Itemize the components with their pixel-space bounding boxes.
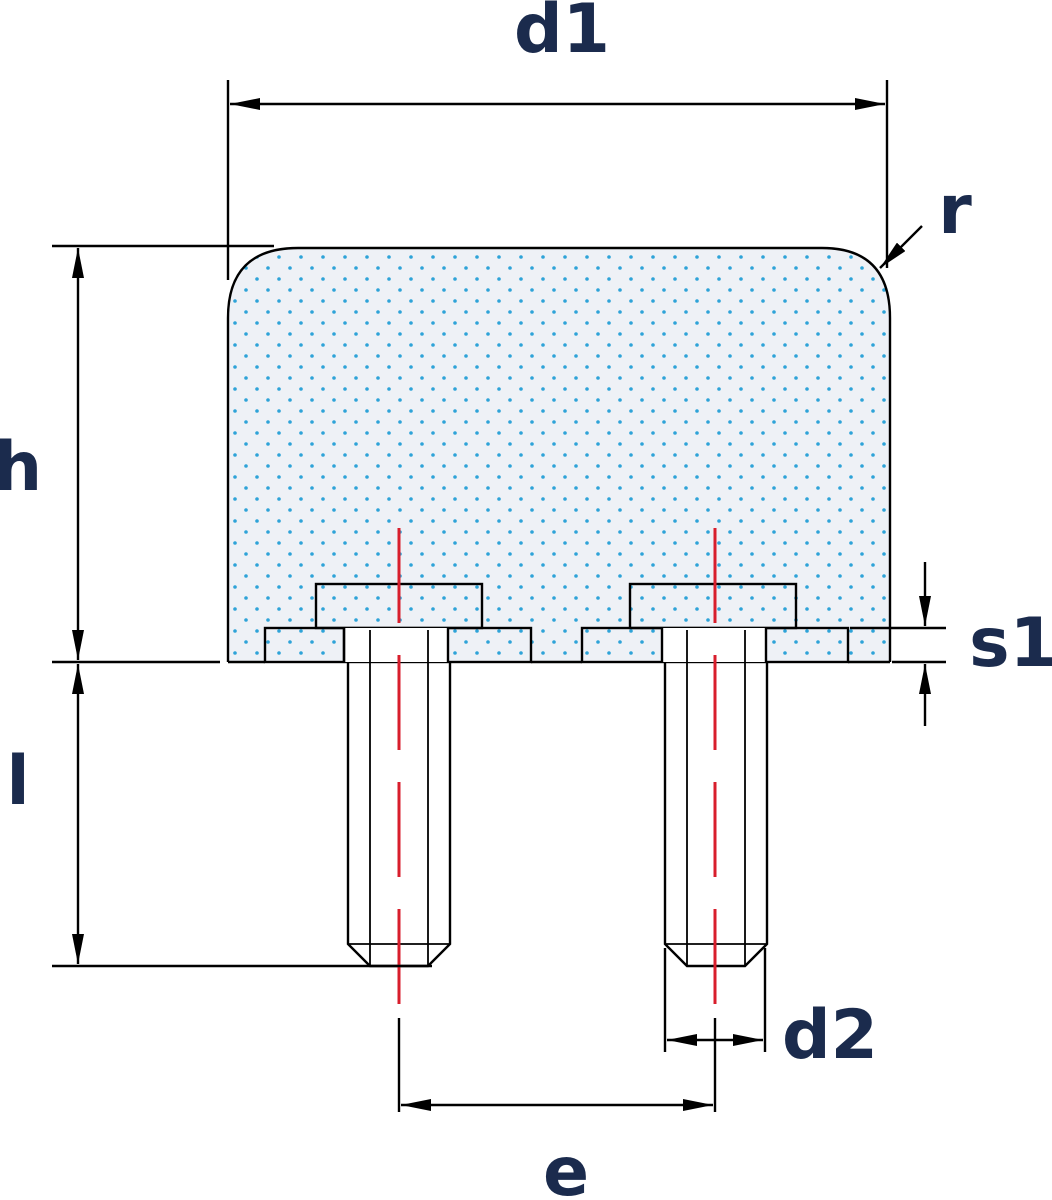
d1-label: d1 [514, 0, 610, 69]
s1-label: s1 [969, 604, 1052, 683]
d2-dimension: d2 [663, 948, 878, 1075]
e-label: e [543, 1133, 589, 1200]
e-dimension: e [397, 1018, 717, 1200]
d1-dimension: d1 [226, 0, 889, 280]
h-dimension: h [0, 244, 274, 664]
rubber-body [226, 246, 892, 664]
r-label: r [938, 171, 972, 250]
r-dimension: r [879, 171, 972, 269]
s1-dimension: s1 [850, 562, 1052, 726]
d2-label: d2 [782, 996, 878, 1075]
l-label: l [6, 742, 29, 821]
l-dimension: l [6, 664, 432, 968]
h-label: h [0, 428, 42, 507]
